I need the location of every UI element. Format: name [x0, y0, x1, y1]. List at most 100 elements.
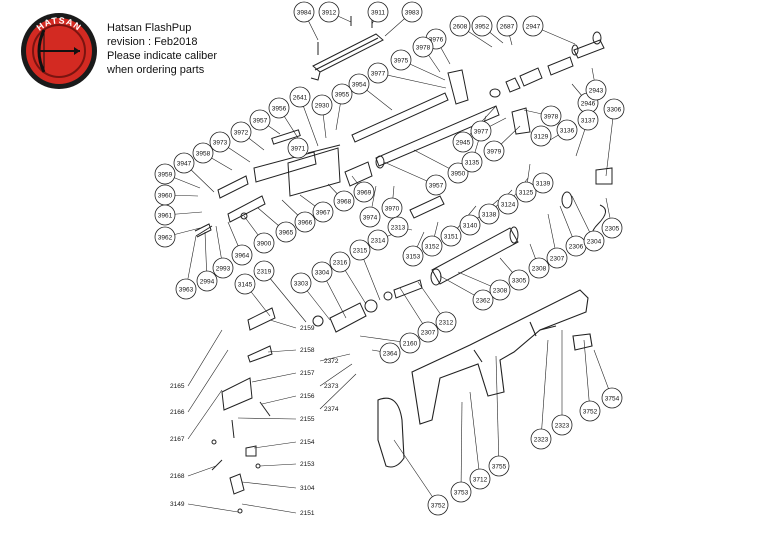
part-callout-2364: 2364 — [379, 342, 401, 364]
callout-label: 3984 — [297, 10, 312, 17]
callout-label: 3976 — [429, 37, 444, 44]
leader-line — [187, 329, 223, 387]
plain-callouts: 2159215821572156215521542153310421512165… — [170, 325, 339, 517]
part-callout-2993: 2993 — [212, 257, 234, 279]
callout-circle — [311, 261, 333, 283]
part-callout-2316: 2316 — [329, 251, 351, 273]
part-callout-3306: 3306 — [603, 98, 625, 120]
part-callout-3968: 3968 — [333, 190, 355, 212]
leader-line — [251, 372, 297, 383]
part-callout-2314: 2314 — [367, 229, 389, 251]
callout-label: 2993 — [216, 266, 231, 273]
leader-line — [495, 355, 500, 467]
part-callout-3137: 3137 — [577, 109, 599, 131]
callout-circle — [209, 131, 231, 153]
callout-circle — [196, 270, 218, 292]
callout-circle — [234, 273, 256, 295]
callout-circle — [390, 49, 412, 71]
trigger-group — [211, 307, 276, 514]
part-callout-3963: 3963 — [175, 278, 197, 300]
part-callout-2608: 2608 — [449, 15, 471, 37]
part-callout-2319: 2319 — [253, 260, 275, 282]
callout-circle — [601, 217, 623, 239]
part-callout-2160: 2160 — [399, 332, 421, 354]
part-callout-3912: 3912 — [318, 1, 340, 23]
callout-label: 3978 — [416, 45, 431, 52]
callout-label: 2994 — [200, 279, 215, 286]
callout-circle — [412, 36, 434, 58]
part-callout-3304: 3304 — [311, 261, 333, 283]
callout-circle — [469, 468, 491, 490]
callout-label: 3900 — [257, 241, 272, 248]
callout-label: 2364 — [383, 351, 398, 358]
part-callout-2308: 2308 — [489, 279, 511, 301]
callout-label: 3952 — [475, 24, 490, 31]
callout-label: 2305 — [605, 226, 620, 233]
part-label-2159: 2159 — [300, 325, 315, 332]
callout-label: 3125 — [519, 190, 534, 197]
callout-circle — [367, 62, 389, 84]
part-callout-3958: 3958 — [192, 142, 214, 164]
callout-label: 3967 — [316, 210, 331, 217]
callout-circle — [399, 332, 421, 354]
part-callout-2994: 2994 — [196, 270, 218, 292]
part-callout-3984: 3984 — [293, 1, 315, 23]
part-callout-3975: 3975 — [390, 49, 412, 71]
stock — [377, 289, 593, 468]
leader-line — [267, 349, 297, 353]
callout-circle — [253, 260, 275, 282]
callout-label: 3136 — [560, 128, 575, 135]
callout-label: 3968 — [337, 199, 352, 206]
callout-circle — [287, 137, 309, 159]
callout-label: 3912 — [322, 10, 337, 17]
callout-circle — [275, 221, 297, 243]
part-callout-3969: 3969 — [353, 181, 375, 203]
callout-circle — [290, 272, 312, 294]
callout-label: 2308 — [532, 266, 547, 273]
part-callout-3124: 3124 — [497, 193, 519, 215]
leader-line — [319, 353, 351, 362]
part-callout-3970: 3970 — [381, 197, 403, 219]
callout-label: 3954 — [352, 82, 367, 89]
callout-label: 2362 — [476, 298, 491, 305]
callout-label: 2315 — [353, 248, 368, 255]
callout-label: 2946 — [581, 101, 596, 108]
callout-circle — [348, 73, 370, 95]
part-callout-3966: 3966 — [294, 211, 316, 233]
callout-circle — [417, 321, 439, 343]
callout-label: 3153 — [406, 254, 421, 261]
part-callout-3152: 3152 — [421, 235, 443, 257]
callout-label: 2641 — [293, 95, 308, 102]
leader-line — [241, 503, 297, 514]
part-callout-2323: 2323 — [530, 428, 552, 450]
callout-label: 3140 — [463, 223, 478, 230]
part-callout-3947: 3947 — [173, 152, 195, 174]
part-callout-2947: 2947 — [522, 15, 544, 37]
callout-label: 3139 — [536, 181, 551, 188]
callout-circle — [577, 109, 599, 131]
part-callout-3755: 3755 — [488, 455, 510, 477]
callout-label: 2687 — [500, 24, 515, 31]
callout-circle — [421, 235, 443, 257]
callout-circle — [452, 131, 474, 153]
part-callout-3983: 3983 — [401, 1, 423, 23]
part-callout-3136: 3136 — [556, 119, 578, 141]
callout-label: 2307 — [550, 256, 565, 263]
callout-circle — [349, 239, 371, 261]
part-callout-3129: 3129 — [530, 125, 552, 147]
callout-circle — [154, 204, 176, 226]
part-callout-3979: 3979 — [483, 140, 505, 162]
part-callout-3977: 3977 — [470, 120, 492, 142]
callout-circle — [249, 109, 271, 131]
part-label-2151: 2151 — [300, 510, 315, 517]
part-callout-2687: 2687 — [496, 15, 518, 37]
callout-circle — [173, 152, 195, 174]
callout-circle — [601, 387, 623, 409]
callout-label: 2323 — [555, 423, 570, 430]
part-callout-3978: 3978 — [540, 105, 562, 127]
part-callout-3955: 3955 — [331, 83, 353, 105]
part-callout-2312: 2312 — [435, 311, 457, 333]
callout-label: 2943 — [589, 88, 604, 95]
callout-circle — [331, 83, 353, 105]
callout-label: 3305 — [512, 278, 527, 285]
